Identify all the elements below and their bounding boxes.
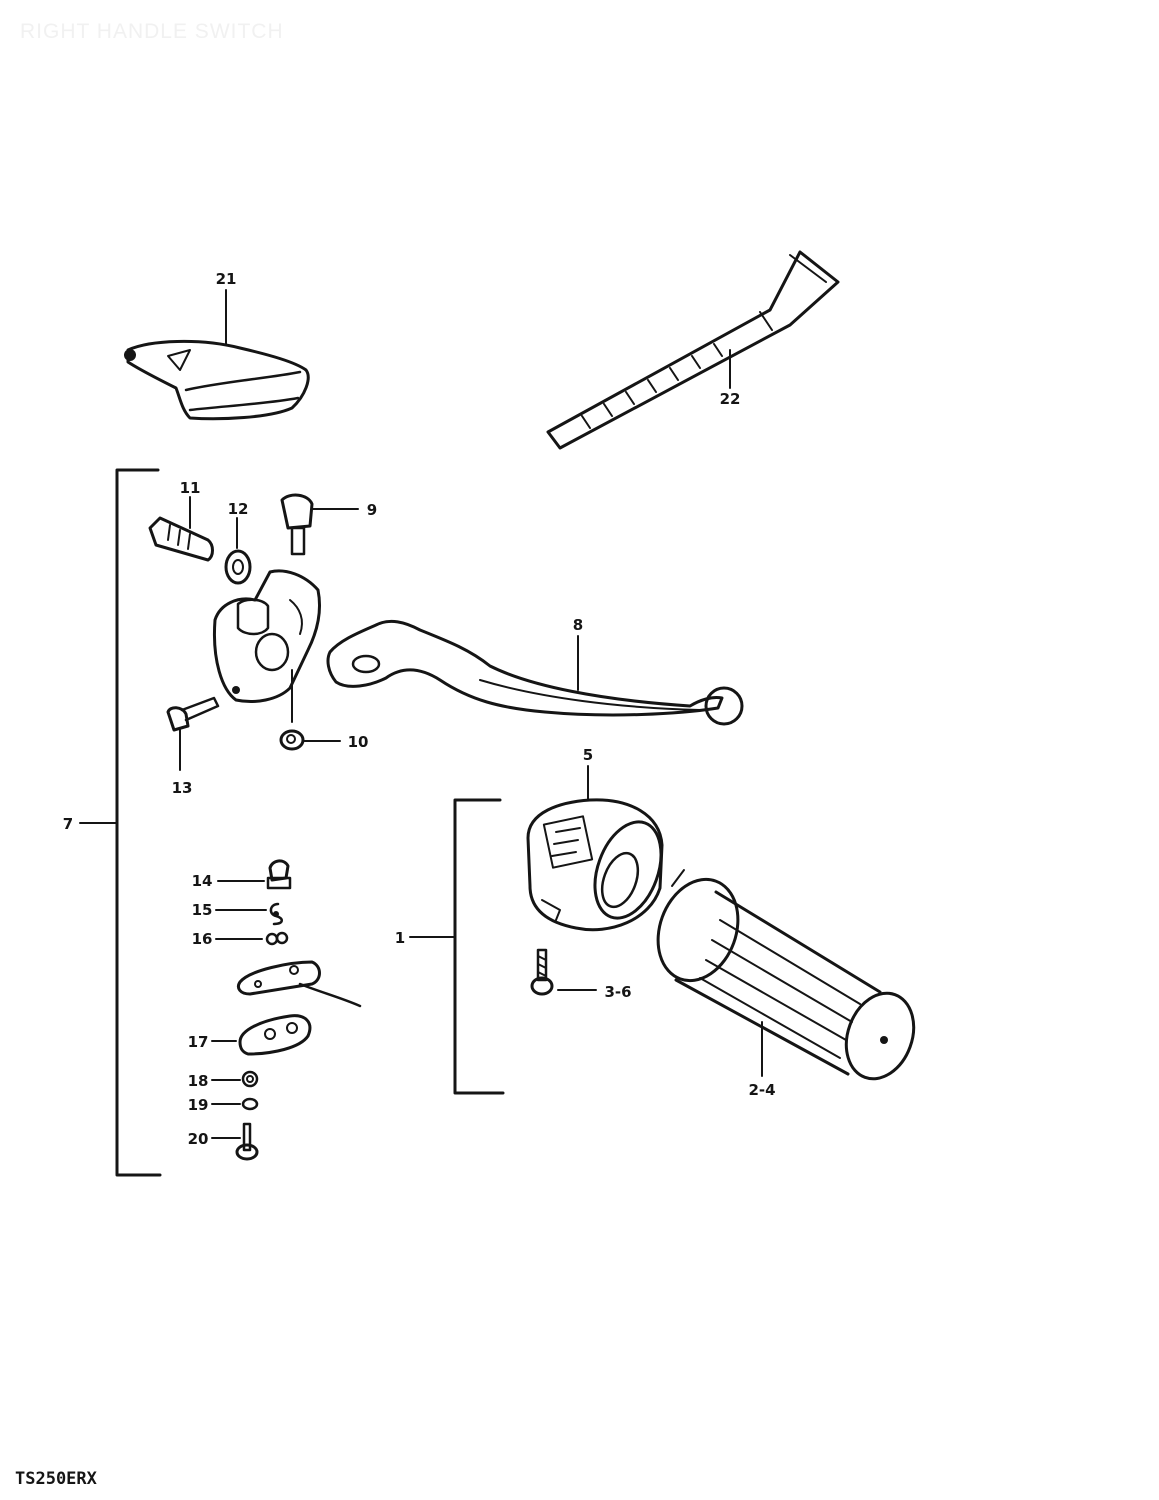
lever-holder-body [212,569,322,703]
callout-1: 1 [395,929,405,947]
callout-13: 13 [172,779,193,797]
part-14-screw [266,859,292,890]
part-13-holder-bolt [166,696,220,732]
callout-16: 16 [192,930,213,948]
callout-3-6: 3-6 [604,983,631,1001]
part-16-ball [265,931,289,946]
callout-20: 20 [188,1130,209,1148]
callout-12: 12 [228,500,249,518]
callout-21: 21 [216,270,237,288]
bracket-assembly-1 [453,798,505,1095]
callout-17: 17 [188,1033,209,1051]
part-18-washer [241,1070,259,1088]
part-21-lever-cover [124,339,310,421]
part-19-washer [241,1097,259,1111]
callout-8: 8 [573,616,583,634]
callout-5: 5 [583,746,593,764]
callout-14: 14 [192,872,213,890]
part-11-adjuster [148,516,214,562]
callout-18: 18 [188,1072,209,1090]
callout-19: 19 [188,1096,209,1114]
part-15-spring [269,902,283,926]
part-2-4-throttle-grip [656,869,916,1081]
part-5-switch-housing [526,798,664,932]
callout-7: 7 [63,815,73,833]
page-title: RIGHT HANDLE SWITCH [20,20,284,43]
callout-9: 9 [367,501,377,519]
part-3-6-screw [530,948,554,996]
part-17-switch-body [238,1014,312,1056]
part-8-lever [326,619,744,726]
part-12-lock-nut [224,549,252,585]
callout-22: 22 [720,390,741,408]
callout-15: 15 [192,901,213,919]
callout-10: 10 [348,733,369,751]
callout-11: 11 [180,479,201,497]
part-20-screw [235,1122,259,1161]
model-code: TS250ERX [15,1469,98,1489]
bracket-assembly-7 [115,468,162,1177]
part-9-pivot-bolt [280,493,314,556]
callout-2-4: 2-4 [748,1081,775,1099]
part-10-nut [279,729,305,751]
part-22-cable-band [546,250,840,450]
switch-plate-with-wire [236,960,362,1008]
